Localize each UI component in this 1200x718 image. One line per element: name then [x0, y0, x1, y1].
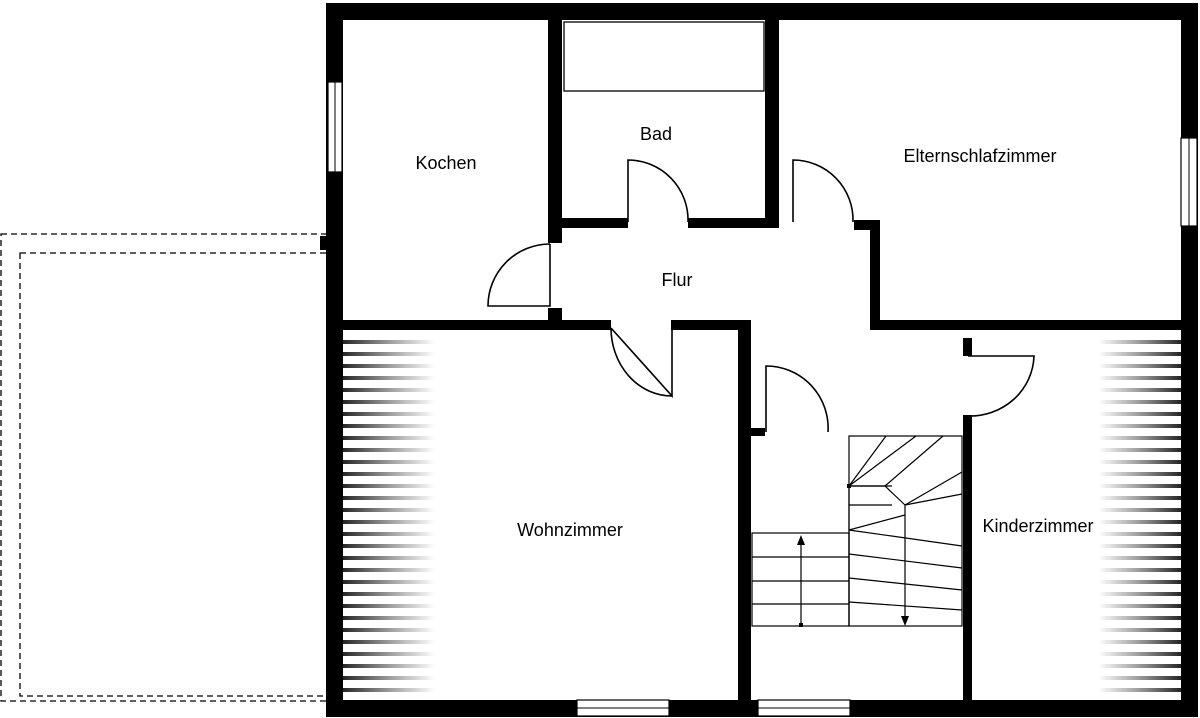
hatch-line: [1098, 604, 1181, 608]
hatch-line: [343, 688, 435, 692]
hatch-line: [1098, 340, 1181, 344]
outer-walls: [326, 3, 1198, 717]
window-living-bottom: [576, 699, 670, 717]
hatch-line: [1098, 496, 1181, 500]
hatch-line: [1098, 640, 1181, 644]
hatch-line: [1098, 364, 1181, 368]
hatch-line: [343, 640, 435, 644]
hatch-line: [343, 652, 435, 656]
hatch-line: [343, 472, 435, 476]
hatch-line: [343, 508, 435, 512]
hatch-line: [343, 592, 435, 596]
staircase: [751, 435, 963, 627]
hatch-line: [343, 568, 435, 572]
hatch-line: [343, 604, 435, 608]
hatch-line: [343, 460, 435, 464]
hatch-line: [343, 628, 435, 632]
terrace-outline: [0, 233, 331, 702]
hatch-line: [1098, 688, 1181, 692]
hatch-line: [1098, 448, 1181, 452]
hatch-line: [1098, 592, 1181, 596]
hatch-line: [343, 556, 435, 560]
hatch-line: [343, 352, 435, 356]
room-label-master-bedroom: Elternschlafzimmer: [903, 146, 1056, 166]
hatch-line: [1098, 532, 1181, 536]
hatch-line: [343, 412, 435, 416]
roof-slope-hatch-right: [1098, 340, 1181, 692]
hatch-line: [1098, 652, 1181, 656]
hatch-line: [343, 664, 435, 668]
hatch-line: [343, 532, 435, 536]
hatch-line: [1098, 424, 1181, 428]
hatch-line: [1098, 376, 1181, 380]
window-kitchen-left: [327, 81, 343, 173]
hatch-line: [1098, 352, 1181, 356]
window-stair-bottom: [757, 699, 851, 717]
hatch-line: [343, 388, 435, 392]
hatch-line: [1098, 580, 1181, 584]
room-label-living-room: Wohnzimmer: [517, 520, 623, 540]
hatch-line: [343, 580, 435, 584]
hatch-line: [1098, 544, 1181, 548]
room-label-hallway: Flur: [662, 270, 693, 290]
hatch-line: [1098, 472, 1181, 476]
terrace-connector: [320, 236, 328, 250]
hatch-line: [1098, 520, 1181, 524]
hatch-line: [343, 424, 435, 428]
door-living: [610, 327, 673, 399]
interior-walls: [343, 20, 1181, 700]
hatch-line: [343, 376, 435, 380]
hatch-line: [1098, 508, 1181, 512]
room-label-kids-room: Kinderzimmer: [982, 516, 1093, 536]
roof-slope-hatch-left: [343, 340, 435, 692]
door-bedroom: [792, 159, 854, 223]
hatch-line: [1098, 484, 1181, 488]
hatch-line: [1098, 436, 1181, 440]
hatch-line: [1098, 400, 1181, 404]
hatch-line: [343, 364, 435, 368]
hatch-line: [343, 448, 435, 452]
hatch-line: [1098, 616, 1181, 620]
door-bad: [627, 159, 689, 223]
door-kids: [967, 355, 1035, 417]
hatch-line: [1098, 556, 1181, 560]
hatch-line: [343, 340, 435, 344]
door-stair: [765, 365, 829, 433]
window-bedroom-right: [1180, 137, 1198, 227]
hatch-line: [1098, 676, 1181, 680]
hatch-line: [1098, 412, 1181, 416]
hatch-line: [343, 436, 435, 440]
hatch-line: [343, 676, 435, 680]
hatch-line: [343, 496, 435, 500]
room-label-bath: Bad: [640, 124, 672, 144]
hatch-line: [343, 484, 435, 488]
hatch-line: [343, 616, 435, 620]
hatch-line: [343, 400, 435, 404]
hatch-line: [1098, 664, 1181, 668]
hatch-line: [1098, 628, 1181, 632]
hatch-line: [343, 544, 435, 548]
hatch-line: [343, 520, 435, 524]
room-label-kitchen: Kochen: [415, 153, 476, 173]
door-kitchen: [487, 243, 551, 307]
hatch-line: [1098, 388, 1181, 392]
bathtub: [563, 21, 765, 92]
hatch-line: [1098, 460, 1181, 464]
hatch-line: [1098, 568, 1181, 572]
